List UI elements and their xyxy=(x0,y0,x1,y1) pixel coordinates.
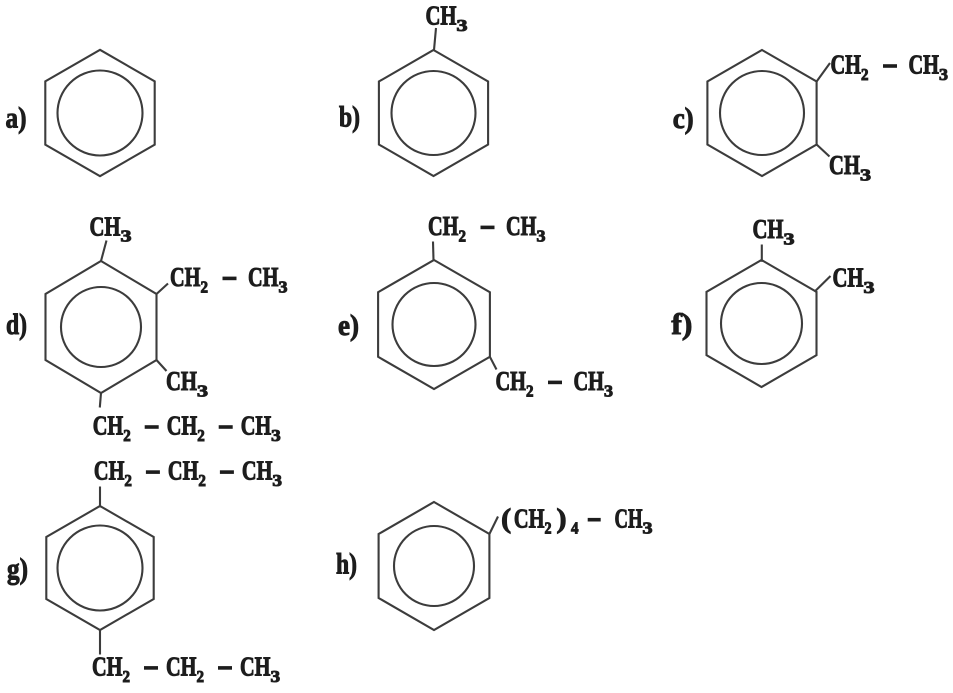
svg-text:CH: CH xyxy=(829,150,860,180)
svg-text:h): h) xyxy=(336,548,357,581)
svg-text:a): a) xyxy=(6,102,27,135)
svg-text:2: 2 xyxy=(197,667,205,686)
svg-text:CH: CH xyxy=(170,262,201,292)
svg-text:(: ( xyxy=(501,503,511,533)
svg-text:3: 3 xyxy=(271,426,281,445)
svg-text:2: 2 xyxy=(124,471,131,490)
svg-text:CH: CH xyxy=(241,411,272,441)
svg-text:CH: CH xyxy=(168,456,199,486)
svg-text:3: 3 xyxy=(537,226,546,245)
svg-text:g): g) xyxy=(7,553,28,586)
svg-text:d): d) xyxy=(6,308,27,341)
svg-text:CH: CH xyxy=(833,263,864,293)
svg-text:CH: CH xyxy=(506,211,537,241)
svg-text:3: 3 xyxy=(457,16,468,35)
svg-text:2: 2 xyxy=(201,277,209,296)
svg-text:): ) xyxy=(557,503,567,533)
svg-text:4: 4 xyxy=(571,519,579,538)
svg-text:CH: CH xyxy=(753,214,784,244)
svg-text:CH: CH xyxy=(514,503,545,533)
svg-text:b): b) xyxy=(339,101,360,134)
svg-text:CH: CH xyxy=(831,50,862,80)
svg-text:2: 2 xyxy=(459,226,467,245)
svg-text:CH: CH xyxy=(93,411,124,441)
svg-text:3: 3 xyxy=(939,65,948,84)
svg-text:CH: CH xyxy=(166,652,197,682)
svg-text:CH: CH xyxy=(909,50,940,80)
svg-text:e): e) xyxy=(338,309,359,342)
svg-text:3: 3 xyxy=(271,667,281,686)
svg-text:CH: CH xyxy=(574,366,605,396)
svg-text:f): f) xyxy=(671,308,692,341)
svg-text:2: 2 xyxy=(545,519,552,538)
svg-text:CH: CH xyxy=(167,411,198,441)
svg-text:CH: CH xyxy=(428,211,459,241)
svg-text:CH: CH xyxy=(166,366,197,396)
svg-text:CH: CH xyxy=(426,1,457,31)
svg-text:3: 3 xyxy=(121,227,132,246)
svg-text:2: 2 xyxy=(198,471,206,490)
svg-text:c): c) xyxy=(673,102,694,135)
svg-text:CH: CH xyxy=(615,503,643,533)
svg-text:2: 2 xyxy=(123,667,131,686)
svg-text:3: 3 xyxy=(197,381,208,400)
svg-text:3: 3 xyxy=(643,519,653,538)
svg-text:3: 3 xyxy=(864,278,875,297)
svg-text:2: 2 xyxy=(197,426,205,445)
svg-text:3: 3 xyxy=(279,277,288,296)
svg-text:2: 2 xyxy=(526,381,534,400)
svg-text:3: 3 xyxy=(272,471,282,490)
svg-text:CH: CH xyxy=(94,456,125,486)
svg-text:CH: CH xyxy=(248,262,279,292)
svg-text:CH: CH xyxy=(92,652,123,682)
svg-text:CH: CH xyxy=(240,652,271,682)
svg-text:CH: CH xyxy=(242,456,273,486)
svg-text:2: 2 xyxy=(123,426,131,445)
svg-text:3: 3 xyxy=(604,381,613,400)
svg-text:2: 2 xyxy=(861,65,869,84)
svg-text:CH: CH xyxy=(90,211,121,241)
svg-text:3: 3 xyxy=(784,229,795,248)
svg-text:3: 3 xyxy=(860,165,871,184)
svg-text:CH: CH xyxy=(496,366,527,396)
